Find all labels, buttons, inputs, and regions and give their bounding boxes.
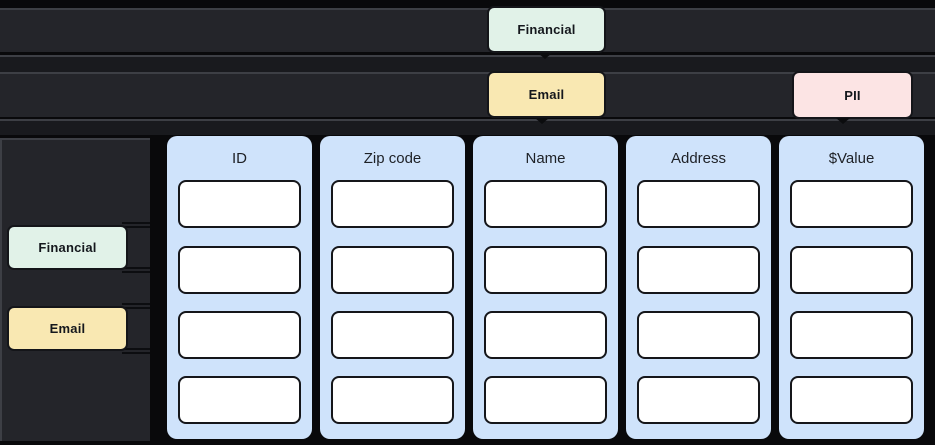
email-tag-sidebar[interactable]: Email [7,306,128,351]
cell-slot[interactable] [178,180,301,228]
cell-slot[interactable] [637,311,760,359]
cell-slot[interactable] [331,311,454,359]
cell-slot[interactable] [331,246,454,294]
row-separator [122,267,150,273]
cell-slot[interactable] [790,180,913,228]
collapsed-row-1 [0,55,935,74]
cell-slot[interactable] [790,376,913,424]
column-name: Name [473,136,618,439]
cell-slot[interactable] [484,376,607,424]
column-header-zip-code: Zip code [363,149,422,167]
pii-tag-top[interactable]: PII [792,71,913,119]
cell-slot[interactable] [331,376,454,424]
cell-slot[interactable] [178,376,301,424]
row-separator [122,303,150,309]
top-row-email-pii-track [0,74,935,117]
column-header-id: ID [232,149,247,167]
column-header-value: $Value [828,149,875,167]
column-header-name: Name [525,149,566,167]
cell-slot[interactable] [484,311,607,359]
column-value: $Value [779,136,924,439]
financial-tag-sidebar[interactable]: Financial [7,225,128,270]
column-zip-code: Zip code [320,136,465,439]
row-separator [122,222,150,228]
cell-slot[interactable] [331,180,454,228]
top-row-financial-track [0,8,935,52]
column-header-address: Address [670,149,727,167]
cell-slot[interactable] [790,246,913,294]
sidebar: Financial Email [0,138,150,441]
column-address: Address [626,136,771,439]
cell-slot[interactable] [484,246,607,294]
financial-tag-top[interactable]: Financial [487,6,606,53]
connector-notch [538,53,552,59]
cell-slot[interactable] [790,311,913,359]
cell-slot[interactable] [178,311,301,359]
cell-slot[interactable] [637,180,760,228]
connector-notch [535,118,549,124]
cell-slot[interactable] [178,246,301,294]
column-id: ID [167,136,312,439]
cell-slot[interactable] [637,376,760,424]
row-separator [122,348,150,354]
collapsed-row-2 [0,119,935,135]
connector-notch [836,118,850,124]
email-tag-top[interactable]: Email [487,71,606,118]
cell-slot[interactable] [484,180,607,228]
cell-slot[interactable] [637,246,760,294]
